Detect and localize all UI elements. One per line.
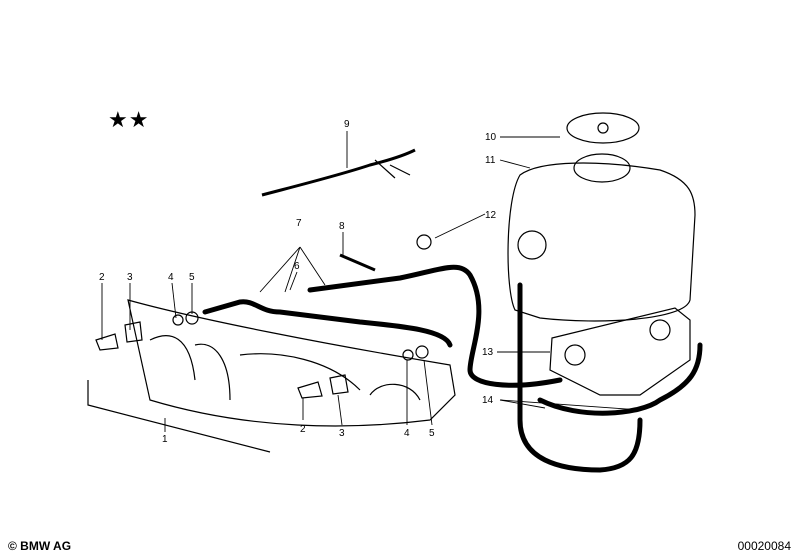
part-label-2: 2 xyxy=(99,272,105,283)
part-label-4: 4 xyxy=(168,272,174,283)
pump-bracket xyxy=(549,307,691,396)
part-label-12: 12 xyxy=(485,210,497,221)
hood-panel xyxy=(127,299,456,427)
gasket-right xyxy=(329,374,349,395)
part-label-7: 7 xyxy=(296,218,302,229)
part-label-3: 3 xyxy=(127,272,133,283)
part-label-11: 11 xyxy=(485,155,496,166)
part-label-14: 14 xyxy=(482,395,494,406)
reservoir-cap xyxy=(566,112,640,144)
hose-main xyxy=(202,299,453,348)
part-label-13: 13 xyxy=(482,347,494,358)
part-label-4-lower: 4 xyxy=(404,428,410,439)
part-label-9: 9 xyxy=(344,119,350,130)
hood-outline xyxy=(87,380,271,453)
part-label-5-lower: 5 xyxy=(429,428,435,439)
part-label-10: 10 xyxy=(485,132,497,143)
gasket-left xyxy=(124,321,143,343)
part-label-1: 1 xyxy=(162,434,168,445)
double-star-icon: ★★ xyxy=(108,108,150,133)
reservoir-neck xyxy=(573,153,631,183)
diagram-id: 00020084 xyxy=(737,539,791,553)
washer-reservoir xyxy=(507,162,696,322)
nozzle-right xyxy=(297,381,323,399)
part-label-6: 6 xyxy=(294,261,300,272)
part-label-5: 5 xyxy=(189,272,195,283)
part-label-3-lower: 3 xyxy=(339,428,345,439)
copyright-notice: © BMW AG xyxy=(8,539,72,553)
wiring-harness xyxy=(261,148,416,197)
bmw-roundel-icon xyxy=(517,230,547,260)
part-label-2-lower: 2 xyxy=(300,424,306,435)
part-label-8: 8 xyxy=(339,221,345,232)
nozzle-left xyxy=(95,333,119,351)
